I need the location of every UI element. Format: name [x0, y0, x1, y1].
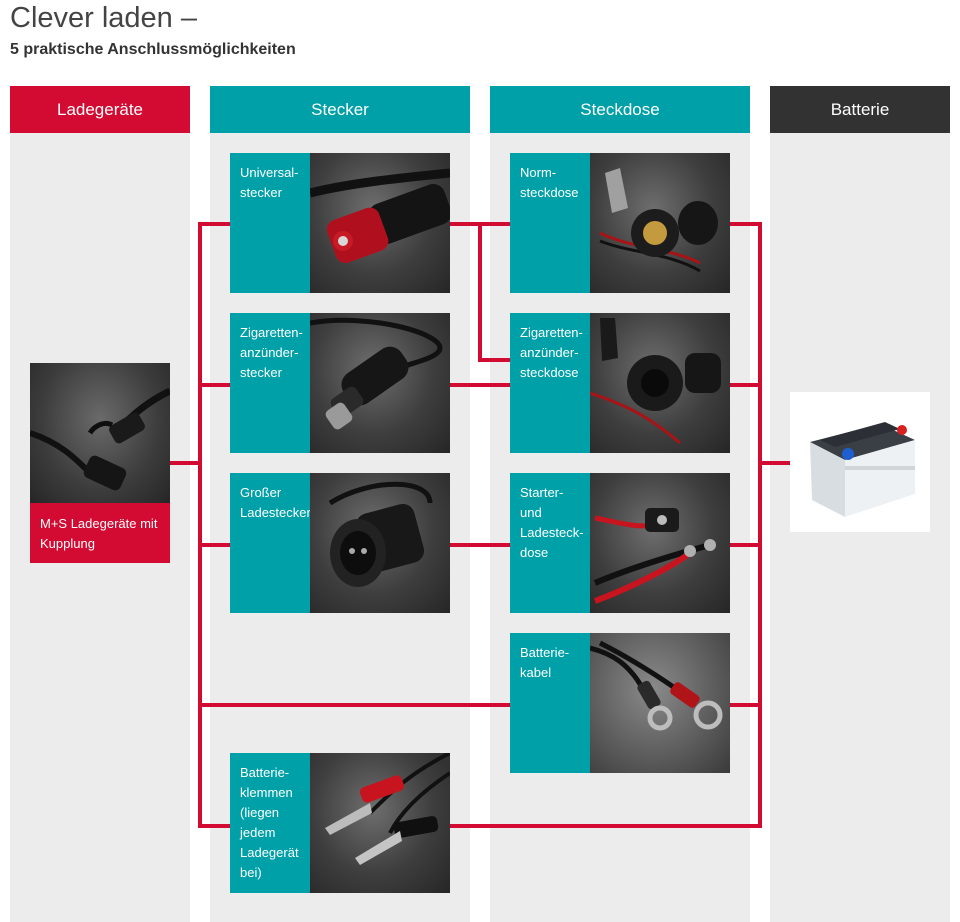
- card-ladegeraet-label: M+S Ladegeräte mit Kupplung: [40, 516, 158, 551]
- card-label: Zigaretten- anzünder- steckdose: [520, 325, 583, 380]
- battery-clamps-photo: [310, 753, 450, 893]
- card-normsteckdose[interactable]: Norm- steckdose: [510, 153, 730, 293]
- car-battery-image: [810, 422, 915, 517]
- cigarette-lighter-plug-photo: [310, 313, 450, 453]
- card-label: Batterie- kabel: [520, 645, 570, 680]
- card-label: Universal- stecker: [240, 165, 299, 200]
- card-label: Norm- steckdose: [520, 165, 579, 200]
- card-batterie[interactable]: [790, 392, 930, 532]
- battery-cable-photo: [590, 633, 730, 773]
- card-starter-ladesteckdose[interactable]: Starter- und Ladesteck- dose: [510, 473, 730, 613]
- starter-socket-photo: [590, 473, 730, 613]
- card-label: Batterie- klemmen (liegen jedem Ladegerä…: [240, 765, 299, 880]
- card-batteriekabel[interactable]: Batterie- kabel: [510, 633, 730, 773]
- page-title: Clever laden –: [10, 2, 197, 34]
- card-grosser-ladestecker[interactable]: Großer Ladestecker: [230, 473, 450, 613]
- column-header-stecker: Stecker: [210, 86, 470, 133]
- card-batterieklemmen[interactable]: Batterie- klemmen (liegen jedem Ladegerä…: [230, 753, 450, 893]
- cigarette-lighter-socket-photo: [590, 313, 730, 453]
- standard-socket-photo: [590, 153, 730, 293]
- column-header-ladegeraete: Ladegeräte: [10, 86, 190, 133]
- card-zigarettenanzuendersteckdose[interactable]: Zigaretten- anzünder- steckdose: [510, 313, 730, 453]
- card-label: Starter- und Ladesteck- dose: [520, 485, 584, 560]
- column-header-batterie: Batterie: [770, 86, 950, 133]
- column-header-steckdose: Steckdose: [490, 86, 750, 133]
- card-zigarettenanzuenderstecker[interactable]: Zigaretten- anzünder- stecker: [230, 313, 450, 453]
- large-charging-plug-photo: [310, 473, 450, 613]
- card-ladegeraet[interactable]: M+S Ladegeräte mit Kupplung: [30, 363, 170, 563]
- card-label: Zigaretten- anzünder- stecker: [240, 325, 303, 380]
- page-subtitle: 5 praktische Anschlussmöglichkeiten: [10, 41, 296, 58]
- universal-plug-photo: [310, 153, 450, 293]
- card-universalstecker[interactable]: Universal- stecker: [230, 153, 450, 293]
- charger-cable-photo: [30, 363, 170, 503]
- card-label: Großer Ladestecker: [240, 485, 311, 520]
